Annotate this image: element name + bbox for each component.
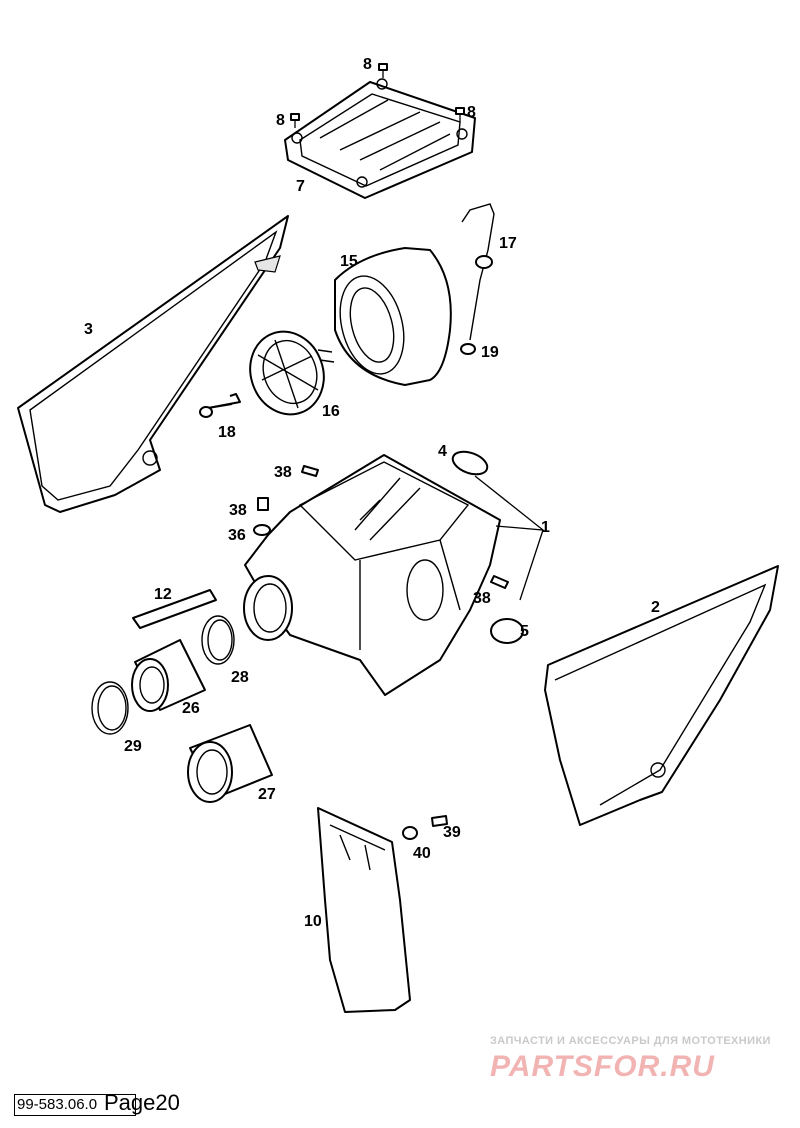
- callout-2: 2: [651, 599, 660, 616]
- callout-8-left: 8: [276, 112, 285, 129]
- part-36-washer: [253, 524, 271, 536]
- callout-18: 18: [218, 424, 236, 441]
- callout-17: 17: [499, 235, 517, 252]
- callout-36: 36: [228, 527, 246, 544]
- part-29-clamp: [91, 681, 129, 735]
- part-10-mud-flap: [317, 807, 411, 1013]
- part-40-washer: [402, 826, 418, 840]
- callout-10: 10: [304, 913, 322, 930]
- part-18-pin: [199, 393, 241, 418]
- part-3-left-side-panel: [17, 215, 289, 513]
- callout-40: 40: [413, 845, 431, 862]
- callout-29: 29: [124, 738, 142, 755]
- callout-8-top: 8: [363, 56, 372, 73]
- callout-27: 27: [258, 786, 276, 803]
- part-1-airbox: [243, 454, 501, 696]
- callout-15: 15: [340, 253, 358, 270]
- part-7-airbox-cover: [284, 78, 476, 199]
- part-19-nut: [460, 343, 476, 355]
- callout-38-right: 38: [473, 590, 491, 607]
- document-code: 99-583.06.0: [14, 1094, 136, 1116]
- part-8-screws: [290, 63, 465, 128]
- part-28-clamp: [201, 615, 235, 665]
- watermark-logo: PARTSFOR.RU: [490, 1050, 715, 1083]
- watermark-tagline: ЗАПЧАСТИ И АКСЕССУАРЫ ДЛЯ МОТОТЕХНИКИ: [490, 1035, 771, 1047]
- leader-lines-part-1: [474, 475, 546, 601]
- callout-8-right: 8: [467, 104, 476, 121]
- callout-26: 26: [182, 700, 200, 717]
- callout-4: 4: [438, 443, 447, 460]
- callout-28: 28: [231, 669, 249, 686]
- callout-12: 12: [154, 586, 172, 603]
- part-15-air-filter: [334, 247, 452, 386]
- callout-38-top: 38: [274, 464, 292, 481]
- part-39-screw: [431, 815, 448, 827]
- part-17-breather-hose: [461, 203, 495, 341]
- callout-38-mid: 38: [229, 502, 247, 519]
- callout-7: 7: [296, 178, 305, 195]
- callout-5: 5: [520, 623, 529, 640]
- part-16-filter-cage: [249, 330, 335, 416]
- part-27-connection-boot: [187, 724, 273, 803]
- page-label: Page20: [104, 1090, 180, 1115]
- part-5-plug: [490, 618, 524, 644]
- part-2-right-side-panel: [544, 565, 779, 826]
- callout-39: 39: [443, 824, 461, 841]
- callout-1: 1: [541, 519, 550, 536]
- callout-3: 3: [84, 321, 93, 338]
- part-26-intake-boot: [131, 639, 206, 712]
- part-4-plug: [451, 450, 489, 476]
- callout-16: 16: [322, 403, 340, 420]
- part-38-screws: [257, 465, 509, 589]
- part-12-hose: [132, 589, 217, 629]
- callout-19: 19: [481, 344, 499, 361]
